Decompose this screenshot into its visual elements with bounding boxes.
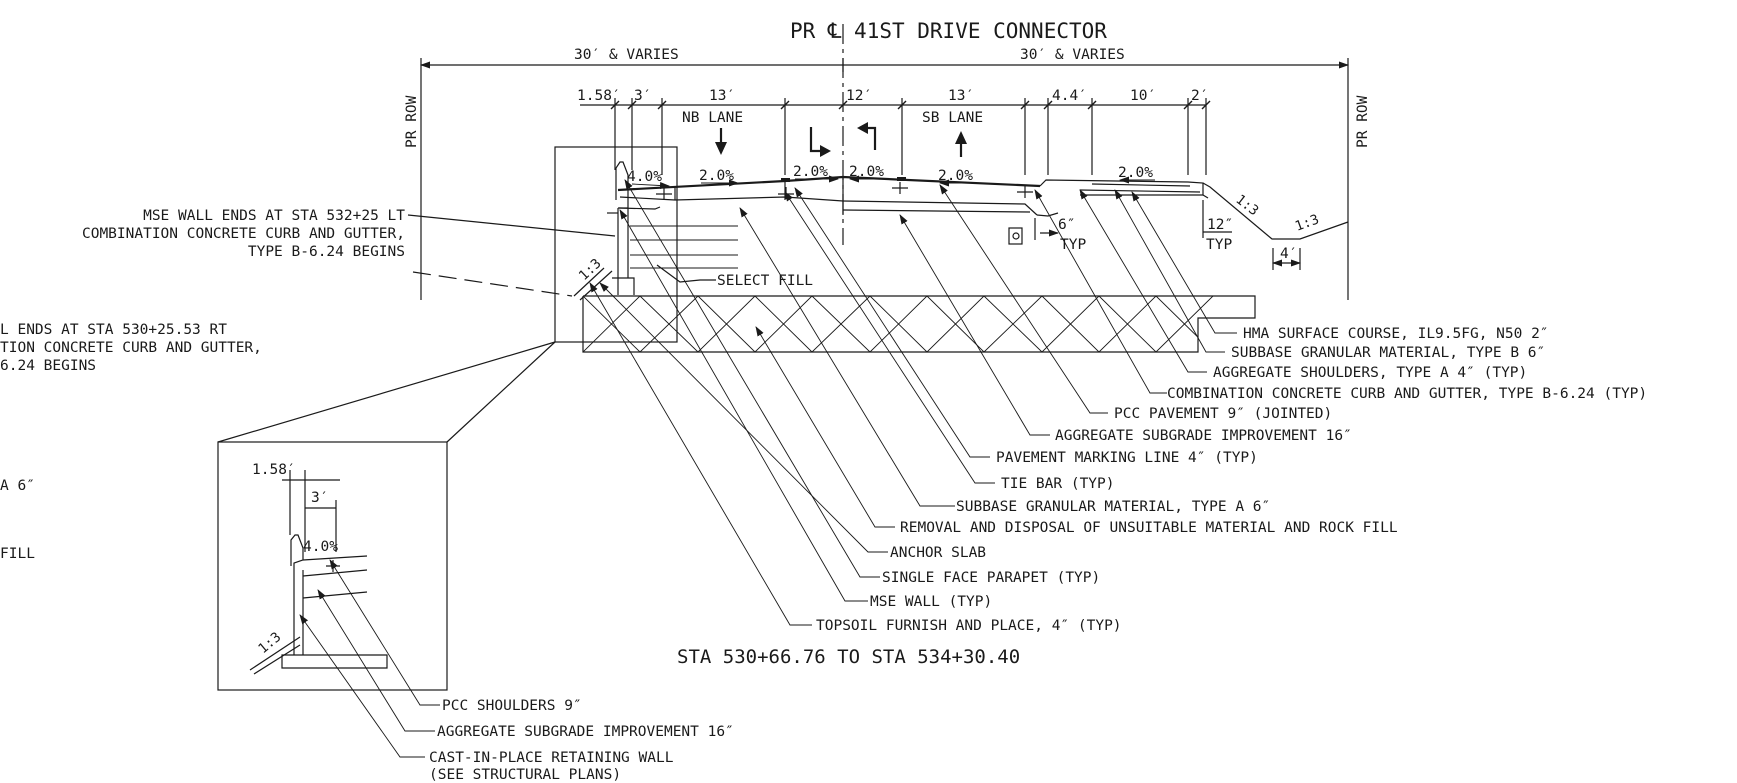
slope-4pct: 4.0% xyxy=(627,169,662,185)
slope-side-left: 1:3 xyxy=(576,256,605,284)
inset-dim-3: 3′ xyxy=(311,490,328,506)
right-turn-arrow-icon xyxy=(809,127,831,157)
inset-note-agg-subgrade: AGGREGATE SUBGRADE IMPROVEMENT 16″ xyxy=(437,724,734,740)
callout-removal: REMOVAL AND DISPOSAL OF UNSUITABLE MATER… xyxy=(900,520,1398,536)
callout-parapet: SINGLE FACE PARAPET (TYP) xyxy=(882,570,1100,586)
station-range: STA 530+66.76 TO STA 534+30.40 xyxy=(677,646,1020,668)
callout-hma: HMA SURFACE COURSE, IL9.5FG, N50 2″ xyxy=(1243,326,1549,342)
dim-12in: 12″ xyxy=(1207,217,1233,233)
inset-slope-4pct: 4.0% xyxy=(303,539,338,555)
row-label-left: PR ROW xyxy=(404,95,420,148)
cross-section-structure: 1:3 1:3 6″ TYP 12″ TYP 4′ 1:3 xyxy=(217,146,1349,443)
lane-arrows xyxy=(715,122,967,157)
row-label-right: PR ROW xyxy=(1355,95,1371,148)
callout-curb-gutter: COMBINATION CONCRETE CURB AND GUTTER, TY… xyxy=(1167,386,1647,402)
note-cut-2: TION CONCRETE CURB AND GUTTER, xyxy=(0,340,262,356)
slope-2pct-e: 2.0% xyxy=(1118,165,1153,181)
note-mse-end-1: MSE WALL ENDS AT STA 532+25 LT xyxy=(143,208,405,224)
dim-12: 12′ xyxy=(846,88,872,104)
inset-note-retaining-wall: CAST-IN-PLACE RETAINING WALL xyxy=(429,750,674,766)
inset-detail: 1.58′ 3′ 4.0% 1:3 PCC SHOULDERS 9″ AGGRE… xyxy=(217,441,734,783)
overall-dim-left: 30′ & VARIES xyxy=(574,47,679,63)
dim-4-4: 4.4′ xyxy=(1052,88,1087,104)
select-fill-label: SELECT FILL xyxy=(656,264,813,289)
callout-pcc-pavement: PCC PAVEMENT 9″ (JOINTED) xyxy=(1114,406,1332,422)
callout-leaders xyxy=(589,179,1237,626)
note-cut-5: FILL xyxy=(0,546,35,562)
overall-dim-right: 30′ & VARIES xyxy=(1020,47,1125,63)
left-notes: MSE WALL ENDS AT STA 532+25 LT COMBINATI… xyxy=(0,208,616,562)
sb-lane-label: SB LANE xyxy=(922,110,983,126)
slope-labels: 4.0% 2.0% 2.0% 2.0% 2.0% 2.0% xyxy=(627,164,1155,190)
inset-slope-side: 1:3 xyxy=(255,629,284,657)
callout-topsoil: TOPSOIL FURNISH AND PLACE, 4″ (TYP) xyxy=(816,618,1122,634)
callout-subbase-b: SUBBASE GRANULAR MATERIAL, TYPE B 6″ xyxy=(1231,345,1545,361)
left-turn-arrow-icon xyxy=(857,122,877,150)
inset-note-see-structural: (SEE STRUCTURAL PLANS) xyxy=(429,767,621,783)
callout-tie-bar: TIE BAR (TYP) xyxy=(1001,476,1115,492)
slope-side-r1: 1:3 xyxy=(1233,192,1262,220)
dim-6in: 6″ xyxy=(1058,217,1075,233)
nb-down-arrow-icon xyxy=(715,128,727,155)
note-cut-1: L ENDS AT STA 530+25.53 RT xyxy=(0,322,227,338)
slope-side-r2: 1:3 xyxy=(1293,211,1321,234)
nb-lane-label: NB LANE xyxy=(682,110,743,126)
callout-mse-wall: MSE WALL (TYP) xyxy=(870,594,992,610)
drawing-title: PR ℄ 41ST DRIVE CONNECTOR xyxy=(790,19,1107,43)
note-mse-end-3: TYPE B-6.24 BEGINS xyxy=(248,244,405,260)
sb-up-arrow-icon xyxy=(955,131,967,157)
callout-anchor-slab: ANCHOR SLAB xyxy=(890,545,986,561)
note-cut-3: 6.24 BEGINS xyxy=(0,358,96,374)
inset-dim-1-58: 1.58′ xyxy=(252,462,296,478)
dim-3: 3′ xyxy=(634,88,651,104)
callout-marking-line: PAVEMENT MARKING LINE 4″ (TYP) xyxy=(996,450,1258,466)
row-lines: PR ROW PR ROW xyxy=(404,58,1371,300)
note-mse-end-2: COMBINATION CONCRETE CURB AND GUTTER, xyxy=(82,226,405,242)
dim-13-nb: 13′ xyxy=(709,88,735,104)
overall-dimension: 30′ & VARIES 30′ & VARIES xyxy=(420,47,1349,72)
slope-2pct-b: 2.0% xyxy=(793,164,828,180)
dim-typ-1: TYP xyxy=(1060,237,1086,253)
slope-2pct-a: 2.0% xyxy=(699,168,734,184)
svg-text:SELECT FILL: SELECT FILL xyxy=(717,273,813,289)
callout-agg-subgrade: AGGREGATE SUBGRADE IMPROVEMENT 16″ xyxy=(1055,428,1352,444)
callout-agg-shoulders: AGGREGATE SHOULDERS, TYPE A 4″ (TYP) xyxy=(1213,365,1527,381)
callout-subbase-a: SUBBASE GRANULAR MATERIAL, TYPE A 6″ xyxy=(956,499,1270,515)
lane-dimension-chain: 1.58′ 3′ 13′ 12′ 13′ 4.4′ 10′ 2′ NB LANE… xyxy=(577,88,1211,175)
dim-typ-2: TYP xyxy=(1206,237,1232,253)
dim-4ft: 4′ xyxy=(1280,246,1297,262)
note-cut-4: A 6″ xyxy=(0,478,35,494)
inset-note-pcc-shoulders: PCC SHOULDERS 9″ xyxy=(442,698,582,714)
dim-1-58: 1.58′ xyxy=(577,88,621,104)
callout-labels: HMA SURFACE COURSE, IL9.5FG, N50 2″ SUBB… xyxy=(816,326,1647,634)
dim-2: 2′ xyxy=(1191,88,1208,104)
dim-13-sb: 13′ xyxy=(948,88,974,104)
dim-10: 10′ xyxy=(1130,88,1156,104)
